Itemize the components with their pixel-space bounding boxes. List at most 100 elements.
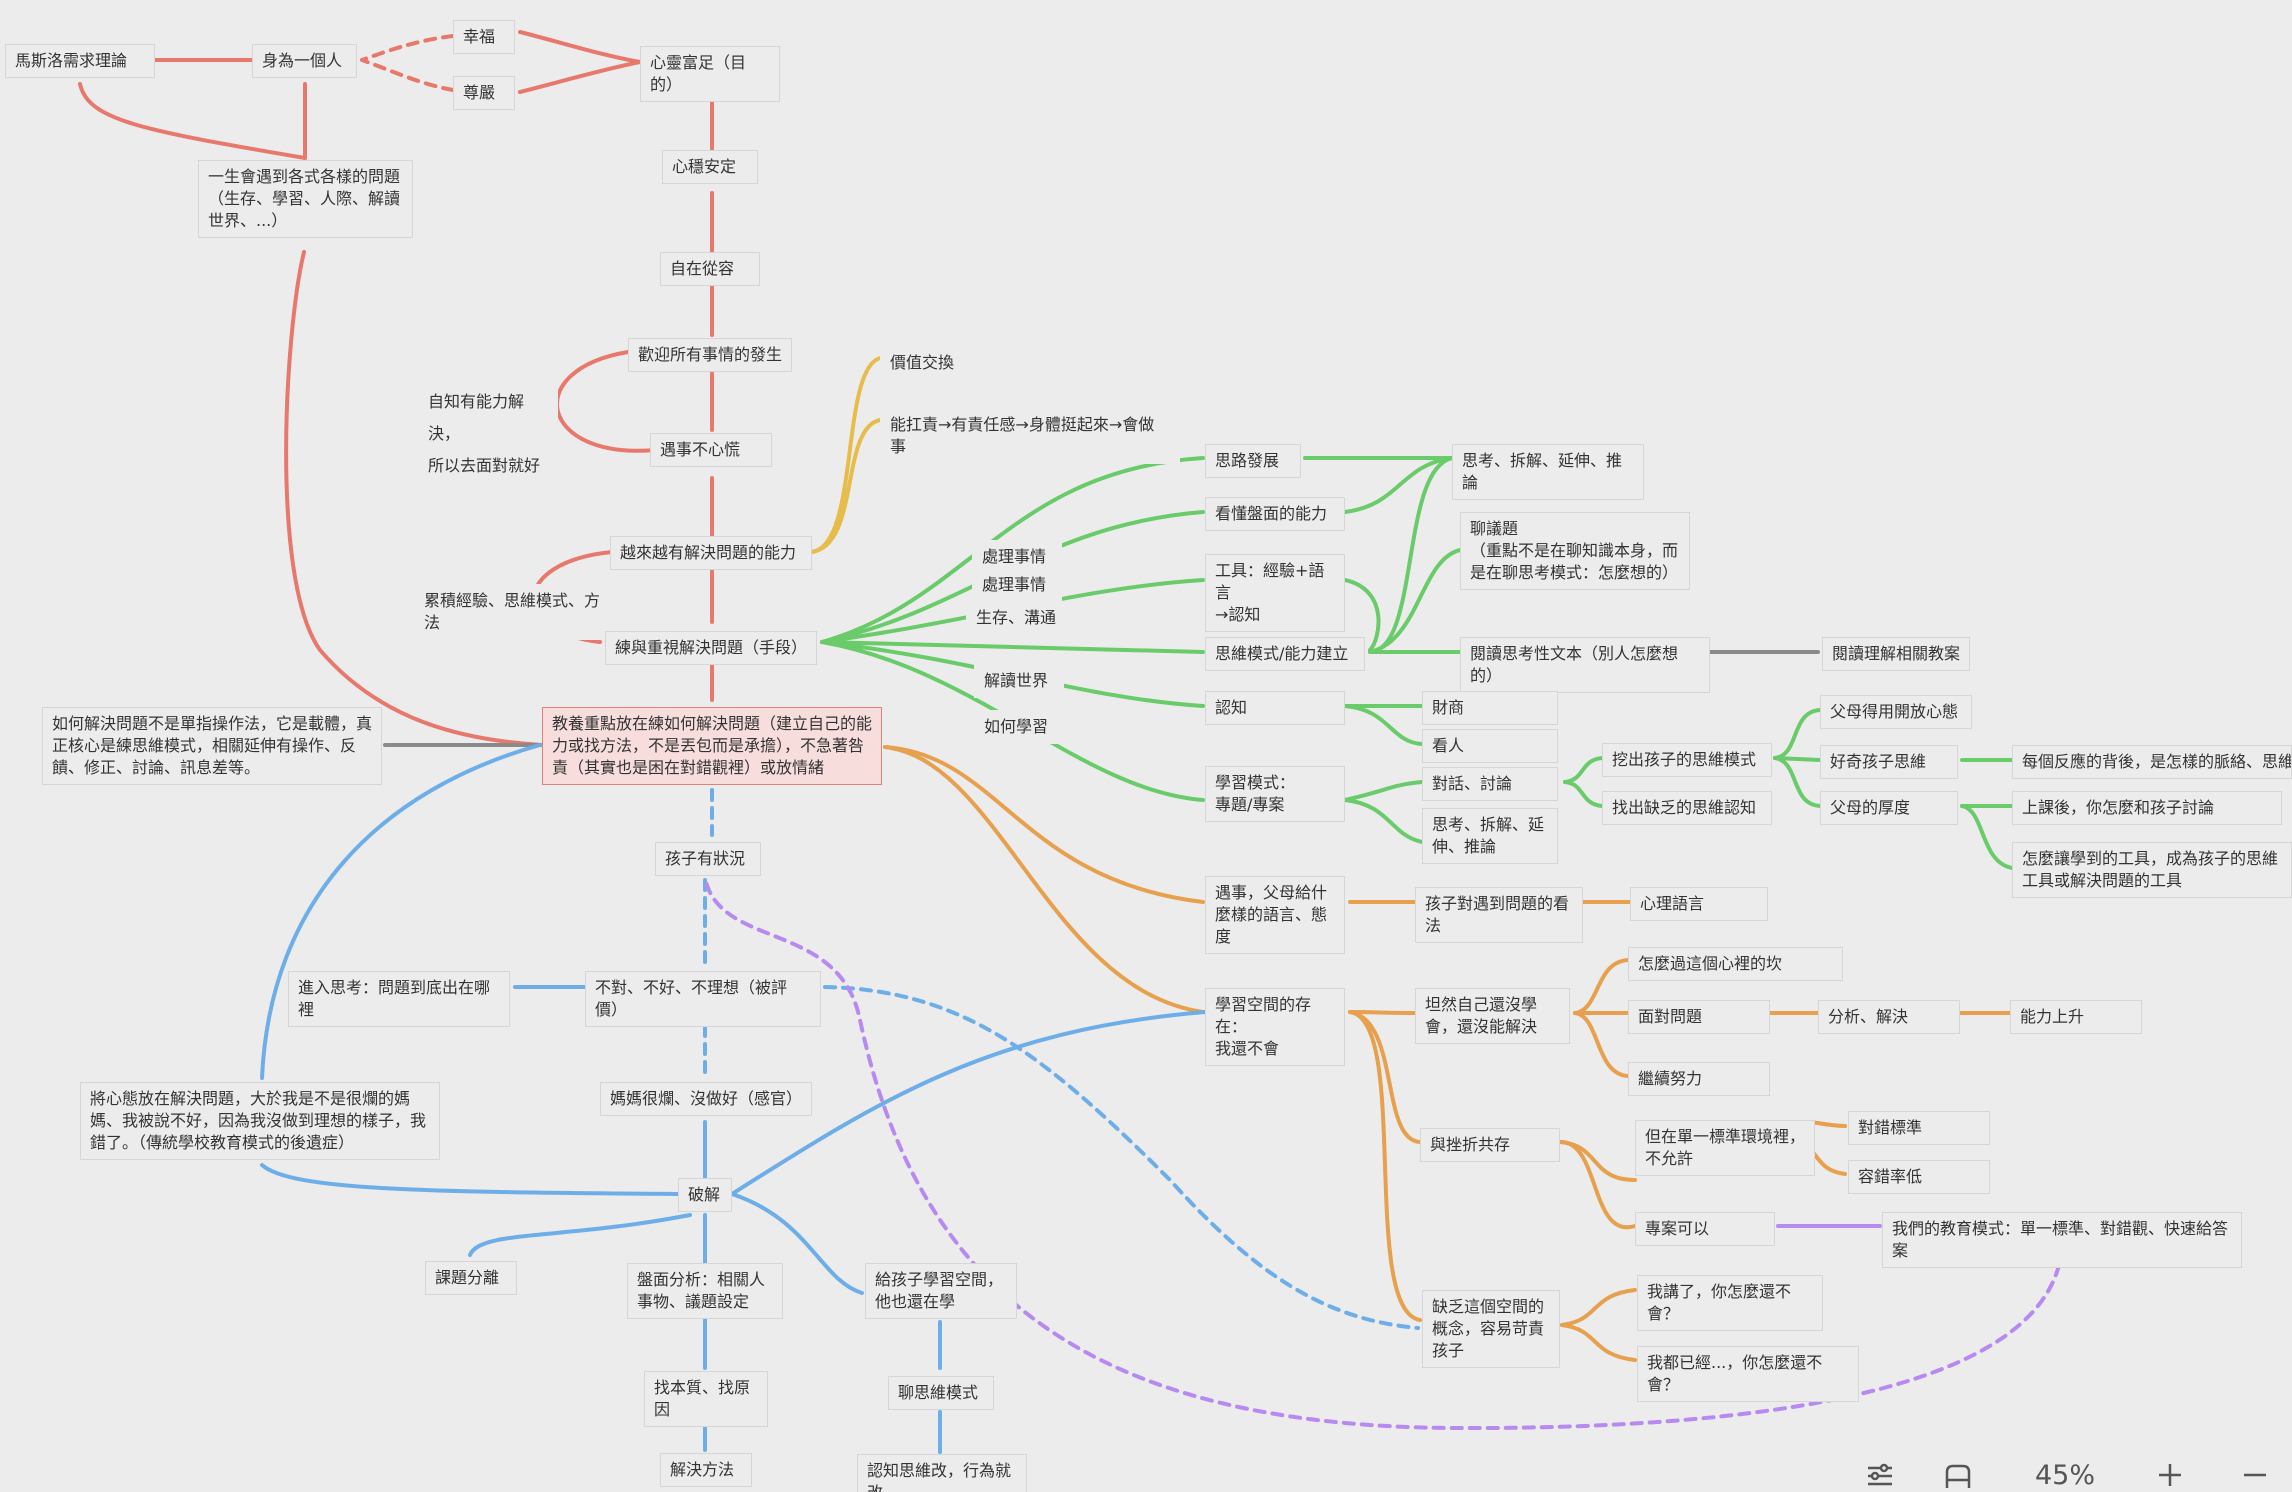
edge xyxy=(820,456,1205,644)
node-read-lesson[interactable]: 閱讀理解相關教案 xyxy=(1822,637,1970,671)
node-ability-up[interactable]: 能力上升 xyxy=(2010,1000,2142,1034)
edge xyxy=(360,58,455,92)
node-overcome[interactable]: 怎麼過這個心裡的坎 xyxy=(1628,947,1843,981)
node-think-split[interactable]: 思考、拆解、延伸、推論 xyxy=(1452,444,1644,500)
node-child-view[interactable]: 孩子對遇到問題的看法 xyxy=(1415,887,1583,943)
node-dignity[interactable]: 尊嚴 xyxy=(453,76,515,110)
node-edu-mode[interactable]: 我們的教育模式：單一標準、對錯觀、快速給答案 xyxy=(1882,1212,2242,1268)
edge xyxy=(1343,704,1424,746)
edge xyxy=(1343,578,1381,652)
node-no-panic[interactable]: 遇事不心慌 xyxy=(650,433,772,467)
node-life-problems[interactable]: 一生會遇到各式各樣的問題 （生存、學習、人際、解讀世界、...） xyxy=(198,160,413,238)
edge xyxy=(1343,798,1424,844)
edge xyxy=(1348,1010,1422,1322)
node-mom-bad[interactable]: 媽媽很爛、沒做好（感官） xyxy=(600,1082,812,1116)
node-coexist[interactable]: 與挫折共存 xyxy=(1420,1128,1560,1162)
node-right-wrong[interactable]: 對錯標準 xyxy=(1848,1111,1990,1145)
node-keep-going[interactable]: 繼續努力 xyxy=(1628,1062,1770,1096)
node-more-ability[interactable]: 越來越有解決問題的能力 xyxy=(610,536,812,570)
edge xyxy=(78,82,307,160)
node-essence[interactable]: 找本質、找原因 xyxy=(644,1371,768,1427)
node-fulfilled[interactable]: 心靈富足（目的） xyxy=(640,46,780,102)
edge-label-handle-2: 處理事情 xyxy=(972,568,1062,602)
node-admit[interactable]: 坦然自己還沒學會，還沒能解決 xyxy=(1415,988,1570,1044)
node-responsibility[interactable]: 能扛責→有責任感→身體挺起來→會做事 xyxy=(880,408,1180,464)
node-cognitive[interactable]: 認知思維改，行為就改 xyxy=(857,1454,1027,1492)
node-space-exists[interactable]: 學習空間的存在： 我還不會 xyxy=(1205,988,1345,1066)
node-enter-think[interactable]: 進入思考：問題到底出在哪裡 xyxy=(288,971,510,1027)
sliders-icon[interactable] xyxy=(1865,1460,1895,1492)
node-idea-dev[interactable]: 思路發展 xyxy=(1205,444,1301,478)
node-not-right[interactable]: 不對、不好、不理想（被評價） xyxy=(585,971,821,1027)
node-cognition[interactable]: 認知 xyxy=(1205,691,1345,725)
node-told-you[interactable]: 我講了，你怎麼還不會？ xyxy=(1637,1275,1823,1331)
node-stable[interactable]: 心穩安定 xyxy=(662,150,758,184)
node-single-std[interactable]: 但在單一標準環境裡，不允許 xyxy=(1635,1120,1815,1176)
edge xyxy=(518,60,642,94)
minus-icon[interactable] xyxy=(2240,1460,2270,1492)
zoom-toolbar: 45% xyxy=(1855,1460,2292,1492)
node-self-know[interactable]: 自知有能力解決， 所以去面對就好 xyxy=(418,380,558,488)
node-already[interactable]: 我都已經...，你怎麼還不會？ xyxy=(1637,1346,1859,1402)
node-focus[interactable]: 教養重點放在練如何解決問題（建立自己的能力或找方法，不是丟包而是承擔），不急著咎… xyxy=(542,707,882,785)
node-maslow[interactable]: 馬斯洛需求理論 xyxy=(5,44,155,78)
node-child-issue[interactable]: 孩子有狀況 xyxy=(655,842,761,876)
edge xyxy=(1773,756,1822,808)
node-happiness[interactable]: 幸福 xyxy=(453,20,515,54)
node-welcome[interactable]: 歡迎所有事情的發生 xyxy=(628,338,792,372)
node-chat[interactable]: 聊議題 （重點不是在聊知識本身，而是在聊思考模式：怎麼想的） xyxy=(1460,512,1690,590)
node-judge-people[interactable]: 看人 xyxy=(1422,729,1558,763)
node-thinking-mode[interactable]: 思維模式/能力建立 xyxy=(1205,637,1365,671)
node-low-tolerance[interactable]: 容錯率低 xyxy=(1848,1160,1990,1194)
node-encounter[interactable]: 遇事，父母給什麼樣的語言、態度 xyxy=(1205,876,1345,954)
node-psych-lang[interactable]: 心理語言 xyxy=(1630,887,1768,921)
edge xyxy=(1560,1288,1637,1327)
edge xyxy=(260,1163,680,1196)
node-think-split-2[interactable]: 思考、拆解、延伸、推論 xyxy=(1422,808,1558,864)
node-after-class[interactable]: 上課後，你怎麼和孩子討論 xyxy=(2012,791,2282,825)
node-analysis[interactable]: 盤面分析：相關人事物、議題設定 xyxy=(627,1263,783,1319)
plus-icon[interactable] xyxy=(2155,1460,2185,1492)
node-analyze[interactable]: 分析、解決 xyxy=(1818,1000,1960,1034)
node-depth[interactable]: 父母的厚度 xyxy=(1820,791,1958,825)
node-composed[interactable]: 自在從容 xyxy=(660,252,760,286)
edge xyxy=(1560,1323,1637,1362)
node-learn-mode[interactable]: 學習模式： 專題/專案 xyxy=(1205,766,1345,822)
edge xyxy=(1343,780,1424,802)
node-give-space[interactable]: 給孩子學習空間，他也還在學 xyxy=(865,1263,1017,1319)
node-dialog[interactable]: 對話、討論 xyxy=(1422,767,1558,801)
edge xyxy=(820,640,1205,654)
node-accumulate[interactable]: 累積經驗、思維模式、方法 xyxy=(414,584,614,640)
edge xyxy=(1563,780,1604,808)
node-read-text[interactable]: 閱讀思考性文本（別人怎麼想的） xyxy=(1460,637,1710,693)
zoom-level: 45% xyxy=(2035,1460,2096,1491)
node-tools-become[interactable]: 怎麼讓學到的工具，成為孩子的思維工具或解決問題的工具 xyxy=(2012,842,2292,898)
layout-icon[interactable] xyxy=(1943,1460,1973,1492)
node-as-person[interactable]: 身為一個人 xyxy=(252,44,357,78)
edge xyxy=(360,34,455,62)
node-how-solve[interactable]: 如何解決問題不是單指操作法，它是載體，真正核心是練思維模式，相關延伸有操作、反饋… xyxy=(42,707,382,785)
edge xyxy=(518,30,642,64)
node-practice[interactable]: 練與重視解決問題（手段） xyxy=(605,631,817,665)
node-dig-out[interactable]: 挖出孩子的思維模式 xyxy=(1602,743,1772,777)
node-lack-concept[interactable]: 缺乏這個空間的概念，容易苛責孩子 xyxy=(1422,1290,1560,1368)
node-project-ok[interactable]: 專案可以 xyxy=(1635,1212,1775,1246)
node-talk-mode[interactable]: 聊思維模式 xyxy=(888,1376,994,1410)
node-each-reaction[interactable]: 每個反應的背後，是怎樣的脈絡、思維 xyxy=(2012,745,2292,779)
node-breakthrough[interactable]: 破解 xyxy=(678,1178,732,1212)
node-find-lack[interactable]: 找出缺乏的思維認知 xyxy=(1602,791,1772,825)
node-mindset[interactable]: 將心態放在解決問題，大於我是不是很爛的媽媽、我被說不好，因為我沒做到理想的樣子，… xyxy=(80,1082,440,1160)
node-curious[interactable]: 好奇孩子思維 xyxy=(1820,745,1958,779)
edge xyxy=(810,356,882,554)
edge xyxy=(823,985,1420,1330)
edge-label-interpret: 解讀世界 xyxy=(974,664,1064,698)
node-solution[interactable]: 解決方法 xyxy=(660,1453,752,1487)
node-tools[interactable]: 工具：經驗+語言 →認知 xyxy=(1205,554,1345,632)
node-task-sep[interactable]: 課題分離 xyxy=(425,1261,517,1295)
node-understand[interactable]: 看懂盤面的能力 xyxy=(1205,497,1345,531)
node-face[interactable]: 面對問題 xyxy=(1628,1000,1770,1034)
node-value-exchange[interactable]: 價值交換 xyxy=(880,346,980,380)
node-fq[interactable]: 財商 xyxy=(1422,691,1558,725)
node-parents-open[interactable]: 父母得用開放心態 xyxy=(1820,695,1972,729)
